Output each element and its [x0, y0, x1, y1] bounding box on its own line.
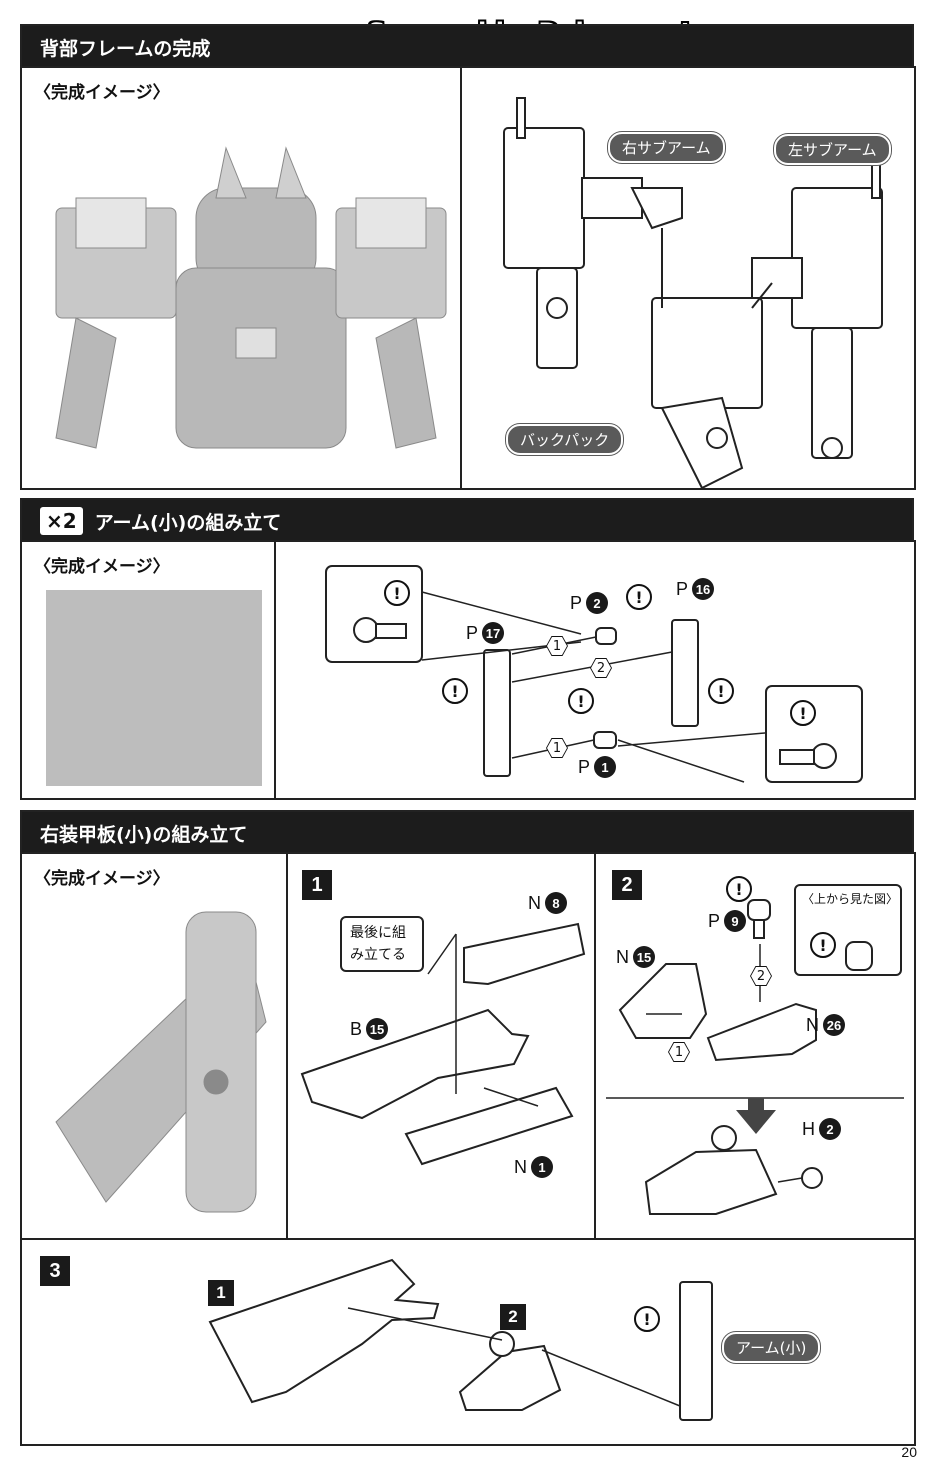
sub-step-badge: 2: [500, 1304, 526, 1330]
sub-step-badge: 1: [208, 1280, 234, 1306]
page-number: 20: [901, 1444, 917, 1460]
warning-icon: !: [634, 1306, 660, 1332]
step2-panel: 2 〈上から見た図〉 ! !: [594, 852, 916, 1242]
warning-icon: !: [442, 678, 468, 704]
top-view-note: 〈上から見た図〉: [794, 884, 902, 976]
step-badge: 2: [612, 870, 642, 900]
section-arm-small: ×2 アーム(小)の組み立て 〈完成イメージ〉: [20, 498, 916, 800]
warning-icon: !: [626, 584, 652, 610]
warning-icon: !: [708, 678, 734, 704]
step-order-2: 2: [750, 966, 772, 986]
left-sub-arm-label: 左サブアーム: [774, 134, 891, 165]
section-header: ×2 アーム(小)の組み立て: [22, 500, 912, 542]
step-order-1: 1: [546, 738, 568, 758]
section-back-frame: 背部フレームの完成 〈完成イメージ〉: [20, 24, 916, 490]
warning-icon: !: [384, 580, 410, 606]
multiplier-badge: ×2: [40, 507, 83, 535]
warning-icon: !: [790, 700, 816, 726]
step3-panel: 3 1 2 ! アーム(小): [20, 1238, 916, 1446]
step-order-1: 1: [546, 636, 568, 656]
completed-armor-photo: [55, 911, 267, 1213]
section-header: 右装甲板(小)の組み立て: [22, 812, 912, 854]
warning-icon: !: [726, 876, 752, 902]
section-title: 右装甲板(小)の組み立て: [40, 823, 248, 846]
section-title: 背部フレームの完成: [40, 37, 211, 60]
back-frame-diagram: [503, 97, 883, 488]
image-label: 〈完成イメージ〉: [34, 869, 170, 889]
right-sub-arm-label: 右サブアーム: [608, 132, 725, 163]
completed-image-panel: 〈完成イメージ〉: [20, 66, 462, 490]
completed-back-frame-photo: [55, 146, 447, 449]
step-order-2: 2: [590, 658, 612, 678]
arm-small-label: アーム(小): [722, 1332, 821, 1363]
completed-arm-photo: [46, 590, 262, 786]
backpack-label: バックパック: [506, 424, 624, 455]
step-badge: 3: [40, 1256, 70, 1286]
step-order-1: 1: [668, 1042, 690, 1062]
section-header: 背部フレームの完成: [22, 26, 912, 68]
back-frame-diagram-panel: 右サブアーム 左サブアーム バックパック: [460, 66, 916, 490]
completed-image-panel: 〈完成イメージ〉: [20, 852, 288, 1242]
section-armor-plate-small: 右装甲板(小)の組み立て 〈完成イメージ〉 1 最後に組 み立てる: [20, 810, 916, 1446]
warning-icon: !: [568, 688, 594, 714]
image-label: 〈完成イメージ〉: [34, 557, 170, 577]
warning-icon: !: [810, 932, 836, 958]
step-badge: 1: [302, 870, 332, 900]
build-last-note: 最後に組 み立てる: [340, 916, 424, 972]
image-label: 〈完成イメージ〉: [34, 83, 170, 103]
section-title: アーム(小)の組み立て: [94, 511, 282, 534]
completed-image-panel: 〈完成イメージ〉: [20, 540, 276, 800]
